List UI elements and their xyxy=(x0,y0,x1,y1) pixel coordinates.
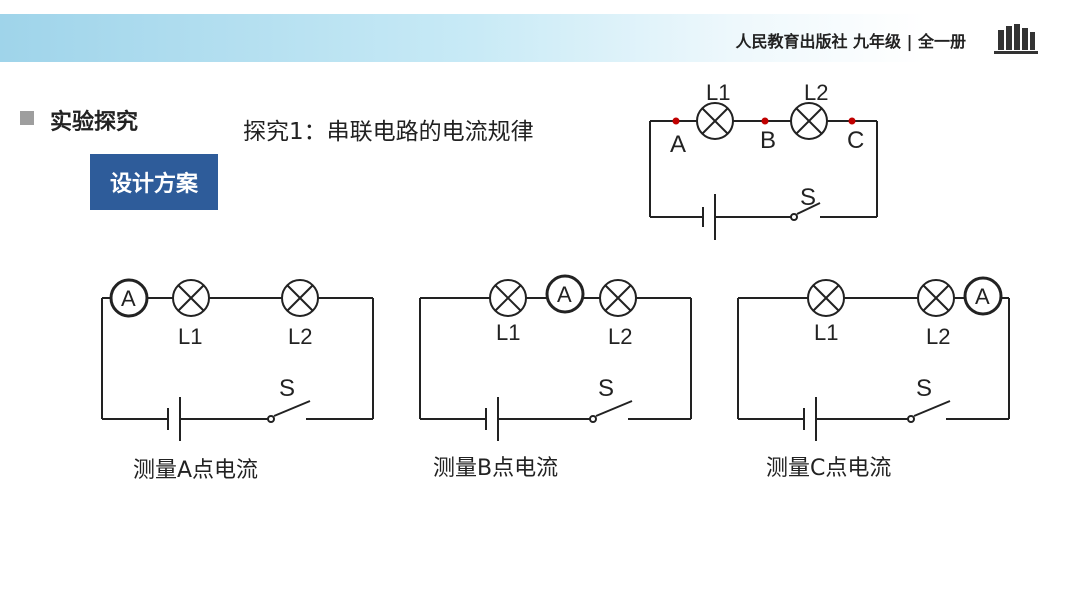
bulb1-label: L1 xyxy=(496,320,520,345)
point-b-label: B xyxy=(760,127,776,154)
design-plan-button[interactable]: 设计方案 xyxy=(90,154,218,210)
point-c-label: C xyxy=(847,127,864,154)
circuit-measure-c: A L1 L2 S xyxy=(737,276,1010,441)
section-title: 实验探究 xyxy=(50,110,139,135)
top-series-circuit: L1 L2 A B C S xyxy=(649,80,878,240)
circuit-measure-b: A L1 L2 S xyxy=(419,274,692,441)
switch-label: S xyxy=(916,375,932,402)
caption-measure-b: 测量B点电流 xyxy=(433,456,559,481)
experiment-subtitle: 探究1：串联电路的电流规律 xyxy=(243,119,534,145)
point-a-label: A xyxy=(670,131,686,158)
bulb2-label: L2 xyxy=(288,324,312,349)
switch-contact xyxy=(790,213,798,221)
header-banner xyxy=(0,14,1052,62)
ammeter-label: A xyxy=(557,282,572,307)
point-c-dot xyxy=(848,117,856,125)
switch-label: S xyxy=(279,375,295,402)
bulb1-label: L1 xyxy=(706,80,730,105)
publisher-label: 人民教育出版社 九年级 | 全一册 xyxy=(735,32,966,51)
point-a-dot xyxy=(672,117,680,125)
switch-label: S xyxy=(598,375,614,402)
bulb2-label: L2 xyxy=(608,324,632,349)
point-b-dot xyxy=(761,117,769,125)
caption-measure-c: 测量C点电流 xyxy=(766,456,892,481)
switch-label: S xyxy=(800,184,816,211)
ammeter-label: A xyxy=(121,286,136,311)
circuit-measure-a: A L1 L2 S xyxy=(101,278,374,441)
bulb1-label: L1 xyxy=(178,324,202,349)
ammeter-label: A xyxy=(975,284,990,309)
caption-measure-a: 测量A点电流 xyxy=(133,458,259,483)
bulb2-label: L2 xyxy=(804,80,828,105)
section-bullet xyxy=(20,111,34,125)
bulb1-label: L1 xyxy=(814,320,838,345)
books-icon xyxy=(994,24,1038,54)
bulb2-label: L2 xyxy=(926,324,950,349)
